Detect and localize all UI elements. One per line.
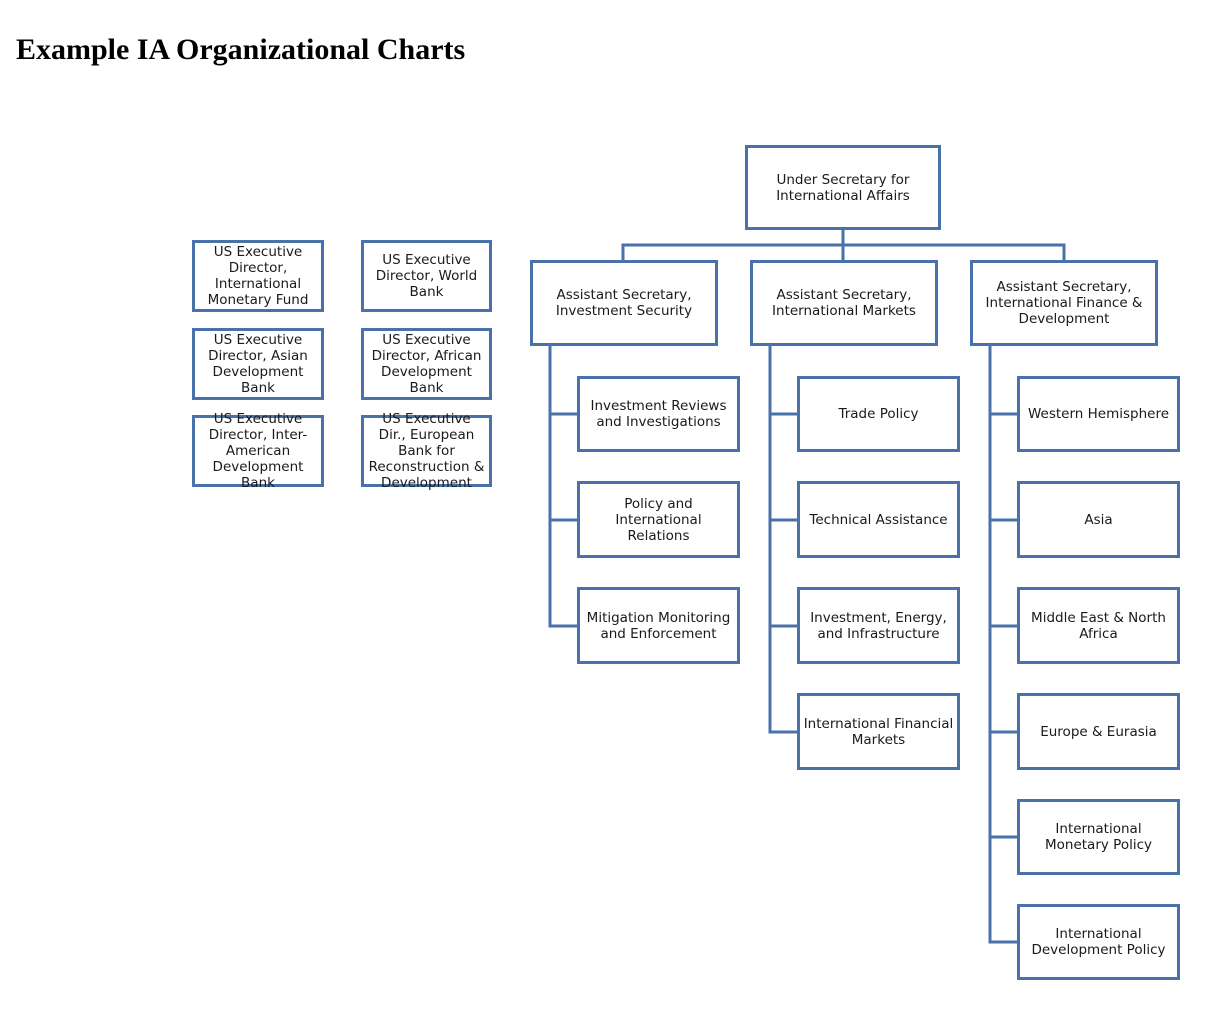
office-europe-eurasia: Europe & Eurasia: [1017, 693, 1180, 770]
branch-head-label: Assistant Secretary, International Finan…: [985, 279, 1143, 327]
office-label: International Financial Markets: [803, 715, 954, 748]
exec-director-african-development-bank-label: US Executive Director, African Developme…: [371, 332, 482, 396]
office-asia: Asia: [1017, 481, 1180, 558]
office-label: Middle East & North Africa: [1031, 609, 1166, 642]
office-label: Europe & Eurasia: [1040, 723, 1157, 740]
exec-director-african-development-bank: US Executive Director, African Developme…: [361, 328, 492, 400]
branch-head-investment-security: Assistant Secretary, Investment Security: [530, 260, 718, 346]
exec-director-world-bank-label: US Executive Director, World Bank: [375, 252, 478, 300]
office-label: Investment Reviews and Investigations: [590, 398, 727, 430]
office-label: Mitigation Monitoring and Enforcement: [586, 609, 731, 642]
office-policy-international-relations: Policy and International Relations: [577, 481, 740, 558]
exec-director-inter-american-development-bank-label: US Executive Director, Inter-American De…: [208, 411, 308, 491]
office-mitigation-monitoring: Mitigation Monitoring and Enforcement: [577, 587, 740, 664]
office-international-financial-markets: International Financial Markets: [797, 693, 960, 770]
under-secretary-label: Under Secretary for International Affair…: [776, 171, 910, 204]
office-investment-energy-infrastructure: Investment, Energy, and Infrastructure: [797, 587, 960, 664]
office-trade-policy: Trade Policy: [797, 376, 960, 452]
office-label: Policy and International Relations: [615, 495, 702, 544]
exec-director-european-bank: US Executive Dir., European Bank for Rec…: [361, 411, 492, 491]
branch-head-international-finance: Assistant Secretary, International Finan…: [970, 260, 1158, 346]
branch-head-label: Assistant Secretary, International Marke…: [772, 287, 916, 319]
exec-director-world-bank: US Executive Director, World Bank: [361, 240, 492, 312]
under-secretary-box: Under Secretary for International Affair…: [745, 145, 941, 230]
exec-director-imf: US Executive Director, International Mon…: [192, 240, 324, 312]
exec-director-european-bank-label: US Executive Dir., European Bank for Rec…: [368, 411, 485, 491]
branch-head-label: Assistant Secretary, Investment Security: [555, 287, 693, 319]
office-international-monetary-policy: International Monetary Policy: [1017, 799, 1180, 875]
office-technical-assistance: Technical Assistance: [797, 481, 960, 558]
exec-director-asian-development-bank: US Executive Director, Asian Development…: [192, 328, 324, 400]
exec-director-imf-label: US Executive Director, International Mon…: [207, 244, 309, 308]
exec-director-inter-american-development-bank: US Executive Director, Inter-American De…: [192, 411, 324, 491]
office-label: Western Hemisphere: [1027, 406, 1170, 422]
office-label: International Monetary Policy: [1045, 821, 1152, 853]
office-investment-reviews: Investment Reviews and Investigations: [577, 376, 740, 452]
office-label: International Development Policy: [1031, 926, 1166, 958]
page-title: Example IA Organizational Charts: [16, 33, 466, 66]
office-western-hemisphere: Western Hemisphere: [1017, 376, 1180, 452]
office-middle-east-north-africa: Middle East & North Africa: [1017, 587, 1180, 664]
exec-director-asian-development-bank-label: US Executive Director, Asian Development…: [208, 332, 308, 396]
office-international-development-policy: International Development Policy: [1017, 904, 1180, 980]
office-label: Asia: [1084, 511, 1113, 528]
office-label: Investment, Energy, and Infrastructure: [810, 609, 947, 642]
office-label: Trade Policy: [838, 406, 919, 422]
branch-head-international-markets: Assistant Secretary, International Marke…: [750, 260, 938, 346]
office-label: Technical Assistance: [809, 511, 948, 528]
